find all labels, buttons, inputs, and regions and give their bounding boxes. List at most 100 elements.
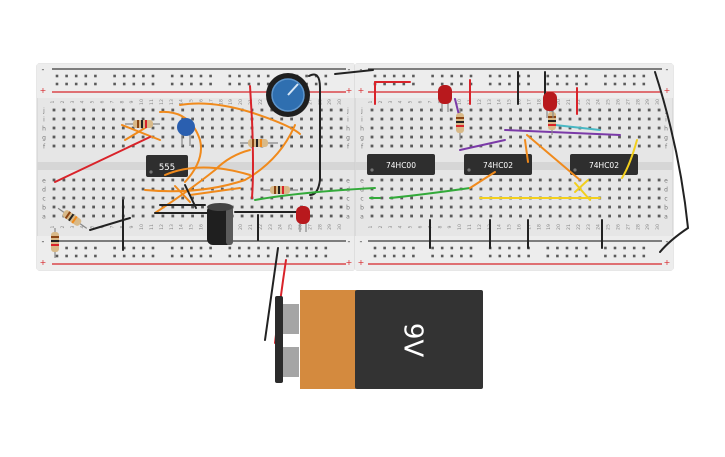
breadboard-hole[interactable]	[430, 126, 433, 130]
breadboard-hole[interactable]	[260, 178, 264, 182]
breadboard-hole[interactable]	[618, 196, 621, 200]
wire-teal[interactable]	[554, 124, 601, 131]
breadboard-hole[interactable]	[400, 205, 404, 209]
breadboard-rail-hole[interactable]	[151, 254, 155, 258]
breadboard-hole[interactable]	[657, 187, 661, 191]
wire-orange[interactable]	[179, 102, 301, 135]
breadboard-hole[interactable]	[430, 117, 433, 121]
breadboard-rail-hole[interactable]	[565, 246, 569, 250]
breadboard-hole[interactable]	[637, 126, 641, 130]
breadboard-rail-hole[interactable]	[170, 82, 174, 86]
breadboard-hole[interactable]	[390, 108, 394, 112]
breadboard-hole[interactable]	[469, 126, 473, 130]
breadboard-rail-hole[interactable]	[247, 82, 251, 86]
breadboard-hole[interactable]	[300, 144, 303, 148]
breadboard-hole[interactable]	[92, 196, 95, 200]
breadboard-hole[interactable]	[319, 144, 323, 148]
breadboard-rail-hole[interactable]	[642, 246, 646, 250]
breadboard-hole[interactable]	[568, 178, 572, 182]
breadboard-rail-hole[interactable]	[517, 254, 521, 258]
breadboard-rail-hole[interactable]	[122, 74, 126, 78]
breadboard-hole[interactable]	[400, 126, 404, 130]
breadboard-hole[interactable]	[410, 196, 413, 200]
breadboard-hole[interactable]	[220, 108, 224, 112]
potentiometer[interactable]	[266, 73, 310, 117]
breadboard-hole[interactable]	[310, 117, 313, 121]
breadboard-hole[interactable]	[310, 108, 313, 112]
breadboard-hole[interactable]	[211, 126, 214, 130]
breadboard-hole[interactable]	[131, 196, 135, 200]
breadboard-hole[interactable]	[151, 108, 155, 112]
breadboard-hole[interactable]	[499, 214, 503, 218]
breadboard-hole[interactable]	[400, 196, 404, 200]
breadboard-hole[interactable]	[588, 144, 592, 148]
breadboard-hole[interactable]	[439, 178, 443, 182]
breadboard-hole[interactable]	[171, 196, 175, 200]
breadboard-hole[interactable]	[588, 187, 592, 191]
breadboard-hole[interactable]	[390, 144, 394, 148]
breadboard-rail-hole[interactable]	[556, 254, 559, 258]
breadboard-hole[interactable]	[92, 144, 95, 148]
breadboard-hole[interactable]	[469, 178, 473, 182]
breadboard-hole[interactable]	[121, 126, 125, 130]
breadboard-rail-hole[interactable]	[527, 254, 530, 258]
wire-yellow[interactable]	[574, 182, 591, 201]
breadboard-hole[interactable]	[260, 126, 264, 130]
breadboard-hole[interactable]	[329, 117, 333, 121]
wire-purple[interactable]	[504, 129, 621, 136]
breadboard-hole[interactable]	[618, 117, 621, 121]
breadboard-hole[interactable]	[121, 117, 125, 121]
breadboard-hole[interactable]	[82, 144, 86, 148]
breadboard-hole[interactable]	[380, 205, 384, 209]
breadboard-hole[interactable]	[439, 144, 443, 148]
breadboard-hole[interactable]	[449, 196, 453, 200]
breadboard-hole[interactable]	[449, 205, 453, 209]
breadboard-hole[interactable]	[370, 126, 374, 130]
breadboard-rail-hole[interactable]	[584, 74, 588, 78]
breadboard-hole[interactable]	[529, 205, 532, 209]
breadboard-rail-hole[interactable]	[113, 74, 116, 78]
breadboard-hole[interactable]	[439, 205, 443, 209]
breadboard-hole[interactable]	[319, 135, 323, 139]
breadboard-hole[interactable]	[548, 205, 552, 209]
breadboard-rail-hole[interactable]	[286, 246, 289, 250]
breadboard-rail-hole[interactable]	[180, 246, 184, 250]
breadboard-hole[interactable]	[548, 135, 552, 139]
breadboard-hole[interactable]	[489, 187, 493, 191]
breadboard-hole[interactable]	[459, 144, 463, 148]
breadboard-hole[interactable]	[499, 178, 503, 182]
breadboard-hole[interactable]	[509, 144, 512, 148]
breadboard-hole[interactable]	[657, 135, 661, 139]
breadboard-hole[interactable]	[608, 214, 611, 218]
breadboard-hole[interactable]	[151, 144, 155, 148]
breadboard-hole[interactable]	[72, 187, 76, 191]
breadboard-hole[interactable]	[112, 135, 115, 139]
ceramic-capacitor[interactable]	[177, 118, 195, 146]
breadboard-hole[interactable]	[568, 144, 572, 148]
breadboard-rail-hole[interactable]	[238, 74, 241, 78]
breadboard-hole[interactable]	[400, 178, 404, 182]
breadboard-hole[interactable]	[329, 205, 333, 209]
breadboard-hole[interactable]	[449, 144, 453, 148]
breadboard-hole[interactable]	[72, 144, 76, 148]
breadboard-hole[interactable]	[290, 196, 293, 200]
breadboard-hole[interactable]	[131, 108, 135, 112]
breadboard-hole[interactable]	[479, 135, 483, 139]
breadboard-hole[interactable]	[519, 117, 522, 121]
breadboard-hole[interactable]	[339, 205, 343, 209]
breadboard-hole[interactable]	[112, 108, 115, 112]
wire-green[interactable]	[254, 187, 376, 201]
breadboard-hole[interactable]	[290, 187, 293, 191]
breadboard-hole[interactable]	[280, 135, 284, 139]
breadboard-hole[interactable]	[171, 214, 175, 218]
electrolytic-capacitor[interactable]	[207, 203, 233, 245]
breadboard-hole[interactable]	[390, 214, 394, 218]
breadboard-hole[interactable]	[509, 117, 512, 121]
breadboard-hole[interactable]	[329, 187, 333, 191]
resistor[interactable]	[548, 108, 556, 135]
breadboard-hole[interactable]	[499, 108, 503, 112]
breadboard-hole[interactable]	[439, 187, 443, 191]
breadboard-hole[interactable]	[310, 214, 313, 218]
breadboard-rail-hole[interactable]	[402, 74, 406, 78]
breadboard-hole[interactable]	[319, 205, 323, 209]
